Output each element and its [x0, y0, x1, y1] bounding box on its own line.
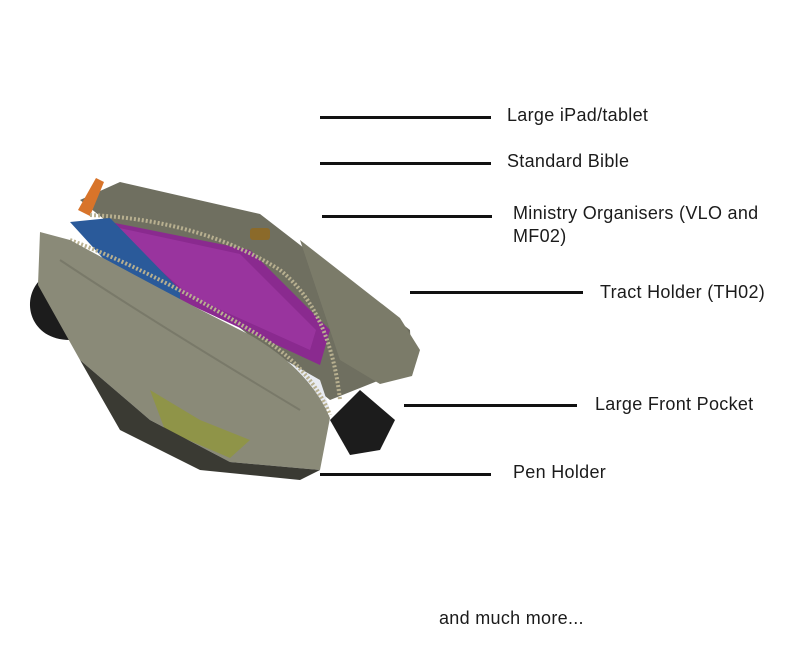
front-pocket-lining — [150, 390, 250, 458]
leader-line-front-pocket — [404, 404, 577, 407]
callout-label-tract: Tract Holder (TH02) — [600, 282, 766, 302]
leader-line-pen — [320, 473, 491, 476]
leader-line-ipad — [320, 116, 491, 119]
bag-bottom — [80, 360, 320, 480]
bag-front-panel — [38, 232, 330, 470]
bag-side-gusset — [300, 240, 420, 384]
callout-label-ipad: Large iPad/tablet — [507, 105, 649, 125]
shoulder-strap-front — [330, 390, 395, 455]
orange-tab-top — [78, 178, 104, 216]
leader-line-organisers — [322, 215, 492, 218]
callout-label-organisers: Ministry Organisers (VLO and MF02) — [513, 203, 759, 246]
callout-label-front-pocket: Large Front Pocket — [595, 394, 754, 414]
zipper-top — [89, 213, 342, 401]
zipper-front — [69, 238, 332, 416]
messenger-bag-illustration — [30, 178, 420, 480]
leader-line-bible — [320, 162, 491, 165]
leader-line-tract — [410, 291, 583, 294]
callout-label-pen: Pen Holder — [513, 462, 607, 482]
footer-caption: and much more... — [439, 608, 584, 628]
callout-label-bible: Standard Bible — [507, 151, 630, 171]
strap-buckle — [250, 228, 270, 240]
